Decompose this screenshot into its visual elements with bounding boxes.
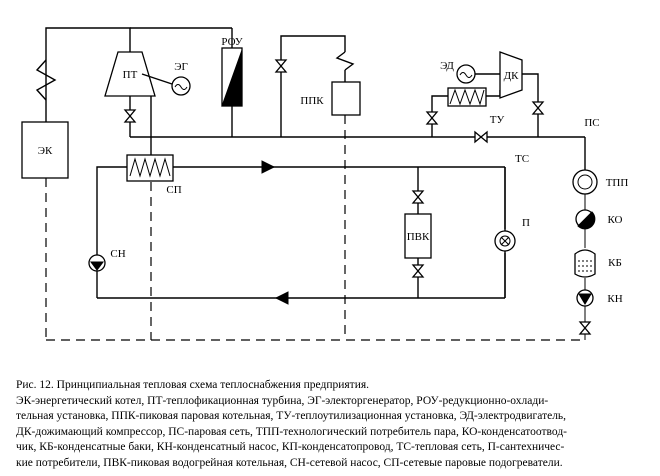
pt-label: ПТ	[123, 69, 138, 81]
caption-line: ДК-дожимающий компрессор, ПС-паровая сет…	[16, 425, 568, 438]
ppk-label: ППК	[300, 95, 324, 107]
dk-label: ДК	[504, 70, 520, 82]
ko-label: КО	[607, 214, 622, 226]
peak-steam-boiler-ppk	[331, 81, 361, 116]
heat-supply-diagram: ЭК ПТ ЭГ РОУ ППК ЭД ДК ТУ СП ПВК	[21, 27, 629, 341]
valve-icon	[578, 321, 592, 335]
valves	[123, 59, 592, 335]
ps-label: ПС	[584, 117, 599, 129]
generator-eg	[171, 76, 191, 96]
ed-label: ЭД	[440, 60, 454, 72]
heat-recovery-tu	[447, 87, 487, 107]
rou-unit	[221, 47, 243, 107]
process-steam-consumer-tpp	[572, 169, 598, 195]
figure-caption: Рис. 12. Принципиальная тепловая схема т…	[16, 378, 650, 472]
heating-network	[96, 160, 506, 305]
sp-label: СП	[166, 184, 181, 196]
compressor-dk	[499, 51, 523, 99]
motor-ed	[456, 64, 500, 84]
valve-icon	[411, 264, 425, 278]
caption-line: кие потребители, ПВК-пиковая водогрейная…	[16, 456, 563, 469]
sanitary-consumer-p	[494, 230, 516, 252]
network-heater-sp	[126, 154, 174, 182]
p-label: П	[522, 217, 530, 229]
pvk-label: ПВК	[407, 231, 430, 243]
valve-icon	[411, 190, 425, 204]
supply-flow-arrow	[261, 160, 276, 174]
caption-title: Рис. 12. Принципиальная тепловая схема т…	[16, 379, 370, 391]
caption-line: ЭК-энергетический котел, ПТ-теплофикацио…	[16, 394, 549, 407]
condensate-pump-kn	[576, 289, 594, 307]
ts-label: ТС	[515, 153, 529, 165]
tu-label: ТУ	[490, 114, 505, 126]
rou-label: РОУ	[221, 36, 243, 48]
network-pump-sn	[88, 254, 106, 272]
valve-icon	[274, 59, 288, 73]
peak-water-boiler-pvk	[404, 213, 432, 259]
turbine-pt	[104, 51, 156, 97]
valve-icon	[425, 111, 439, 125]
valve-icon	[531, 101, 545, 115]
eg-label: ЭГ	[174, 61, 188, 73]
valve-icon	[474, 130, 488, 144]
condensate-tank-kb	[574, 249, 596, 278]
valve-icon	[123, 109, 137, 123]
steam-trap-ko	[575, 209, 596, 230]
tpp-label: ТПП	[606, 177, 629, 189]
energy-boiler-ek	[21, 121, 69, 179]
kn-label: КН	[607, 293, 622, 305]
caption-line: тельная установка, ППК-пиковая паровая к…	[16, 410, 567, 423]
condensate-piping	[45, 115, 586, 341]
caption-line: чик, КБ-конденсатные баки, КН-конденсатн…	[16, 441, 565, 454]
ek-label: ЭК	[38, 145, 53, 157]
kb-label: КБ	[608, 257, 622, 269]
return-flow-arrow	[274, 291, 289, 305]
sn-label: СН	[110, 248, 125, 260]
